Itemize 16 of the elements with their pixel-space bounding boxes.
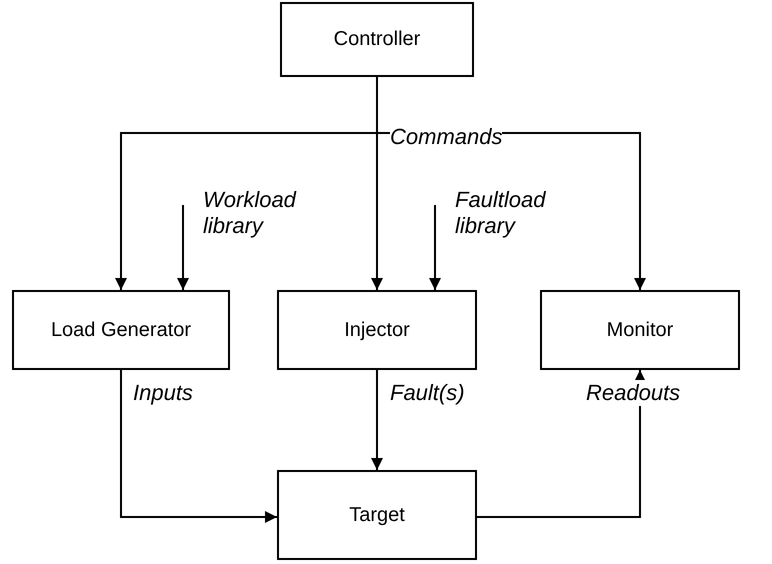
process-box (12, 290, 230, 370)
process-box (277, 290, 477, 370)
box-label: Load Generator (50, 318, 192, 342)
arrow (177, 205, 189, 290)
arrow (120, 370, 277, 523)
arrow (477, 370, 646, 518)
arrow (429, 205, 441, 290)
box-label: Injector (344, 318, 410, 342)
box-label: Target (349, 504, 405, 526)
process-box (277, 470, 477, 560)
box-label: Controller (334, 28, 420, 51)
arrow (371, 370, 383, 470)
process-box (280, 2, 474, 77)
edge-label: Readouts (586, 380, 680, 406)
box-label: Monitor (606, 318, 674, 342)
process-box (540, 290, 740, 370)
